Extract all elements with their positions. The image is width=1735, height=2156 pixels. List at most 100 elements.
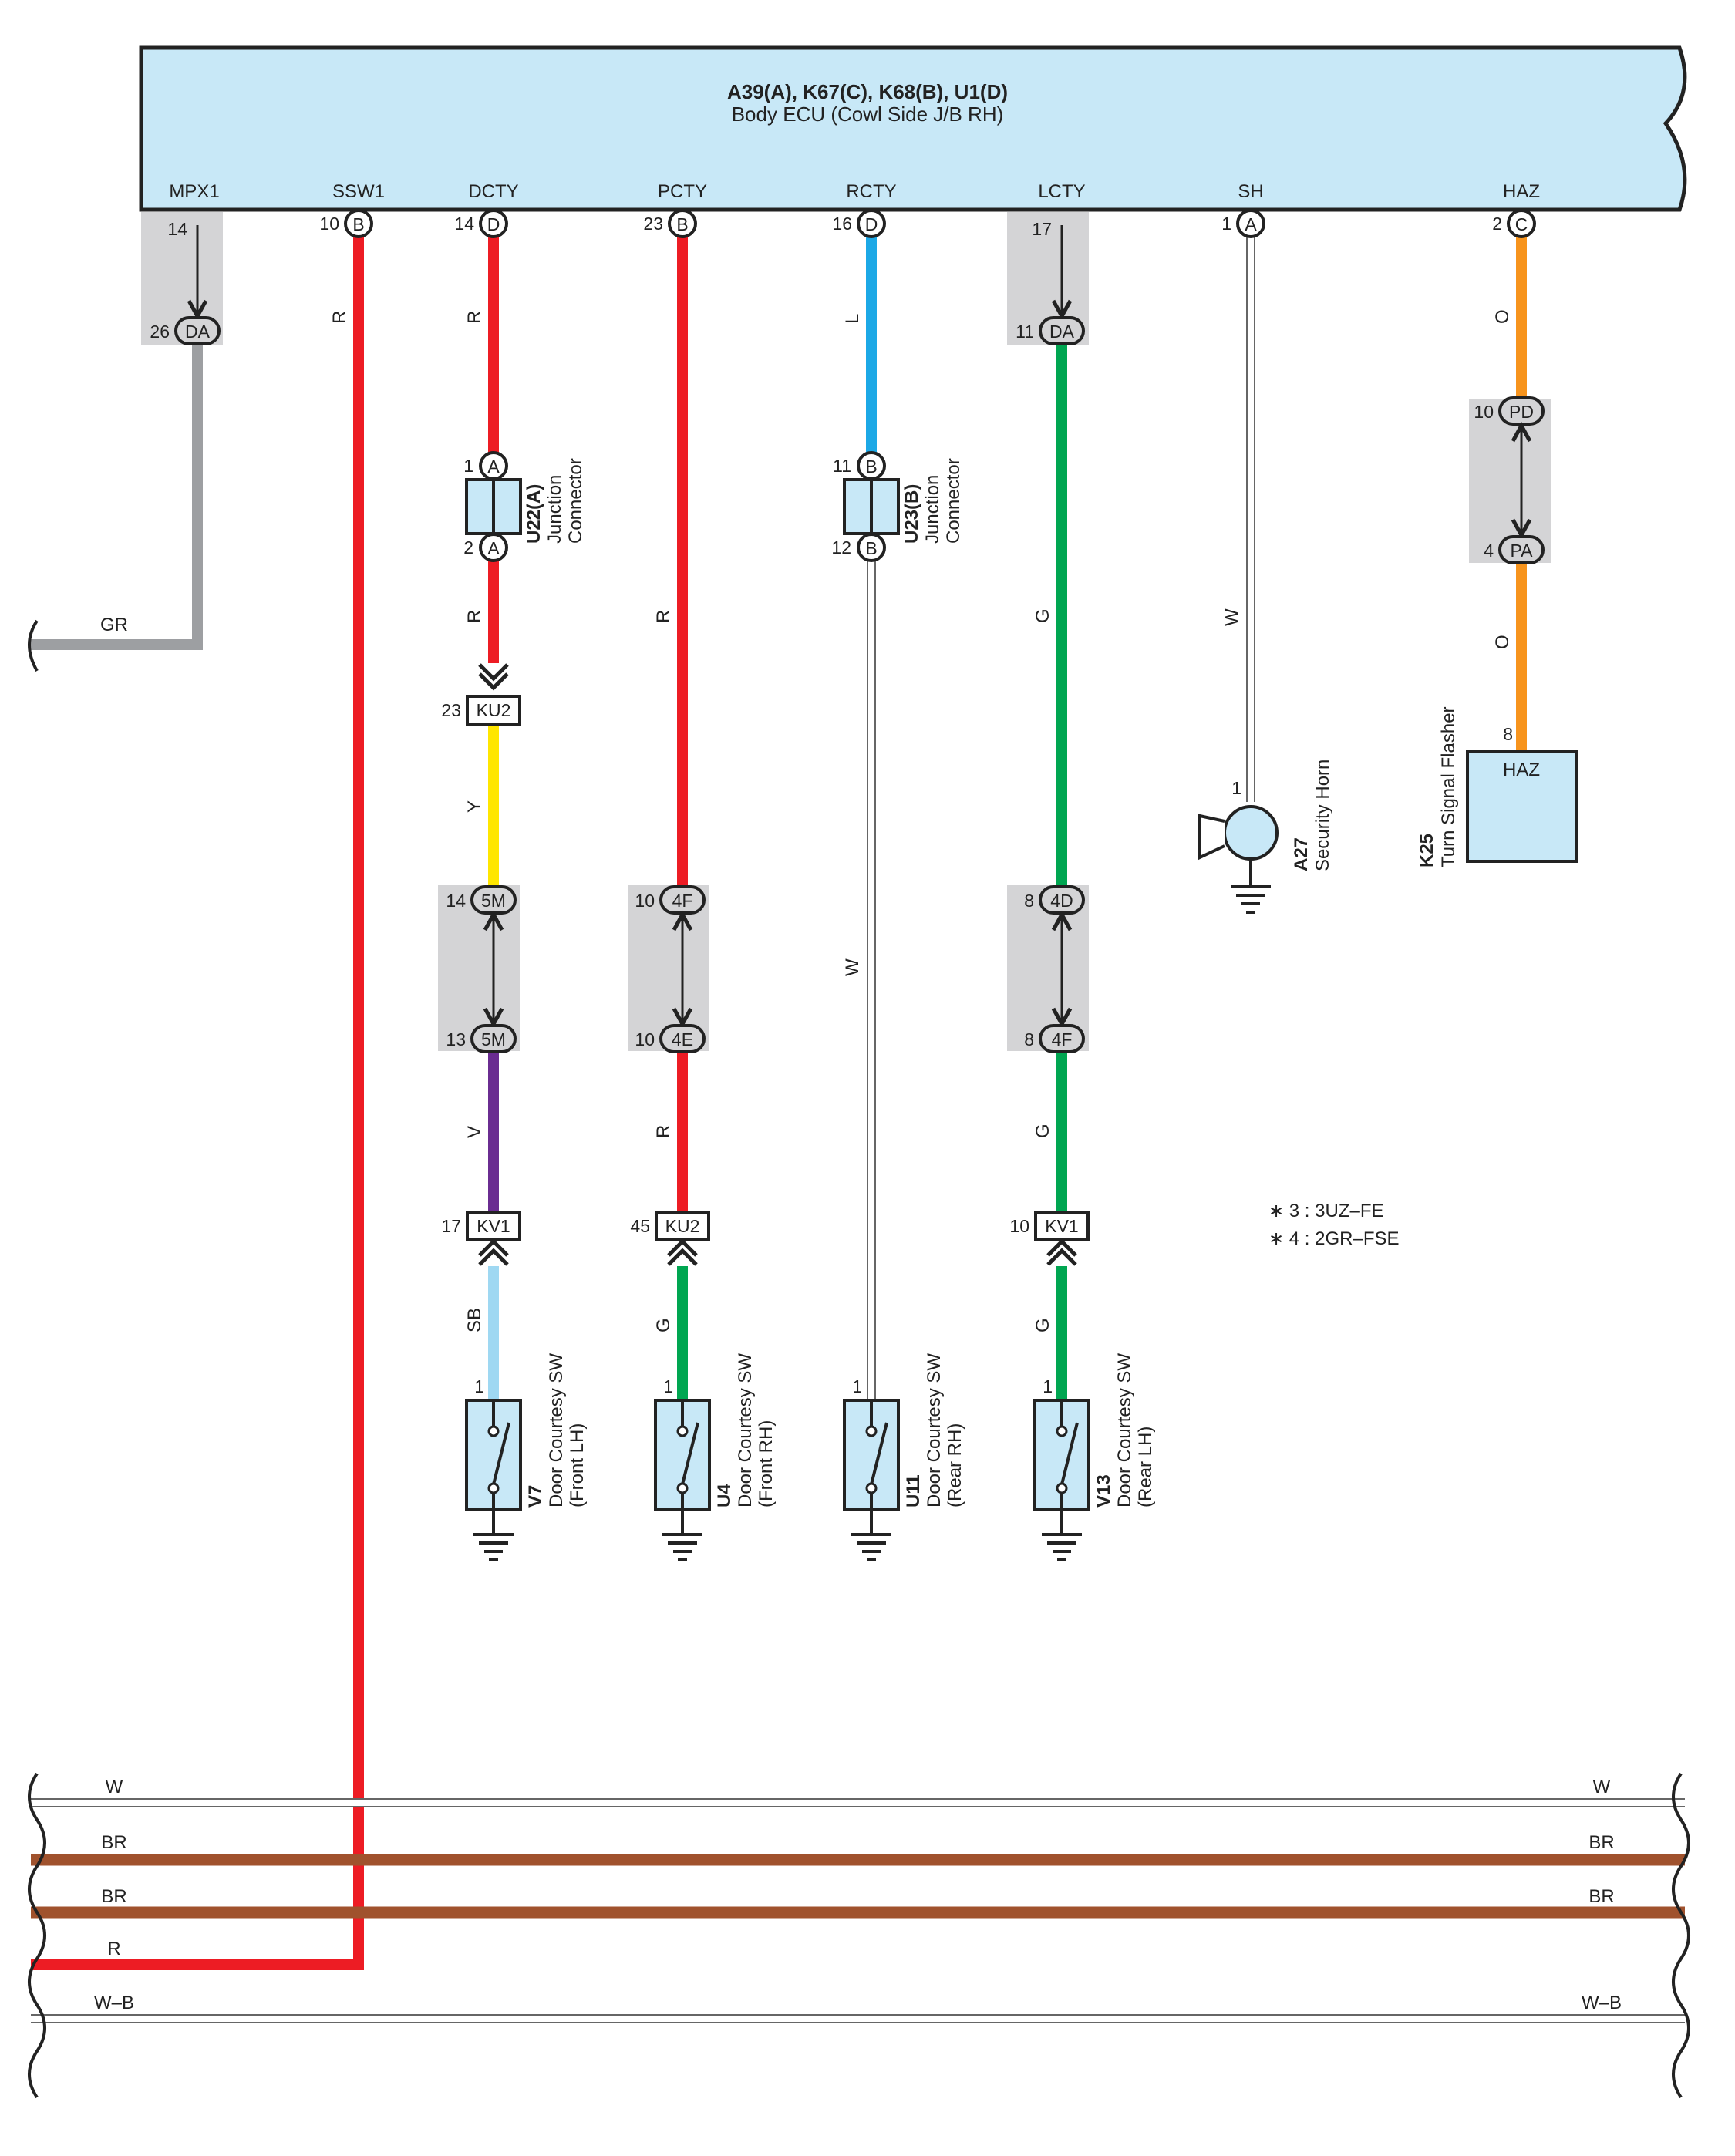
wire-label-rcty-2: W: [842, 958, 863, 976]
wire-label-lcty-2: G: [1033, 1123, 1053, 1138]
horn-pin: 1: [1231, 778, 1241, 798]
junction-name2-u22: Connector: [565, 458, 586, 544]
connector-name-kv1-dcty: KV1: [477, 1216, 510, 1236]
pin-circle-dcty: [479, 209, 508, 238]
bus-labels: W BR BR R W–B W BR BR W–B: [94, 1777, 1622, 2013]
double-chevron-up-icon: [667, 1238, 698, 1266]
pin-conn-pcty: B: [676, 214, 688, 234]
connector-pin-4f-bot: 8: [1024, 1029, 1034, 1049]
engine-notes: ∗ 3 : 3UZ–FE ∗ 4 : 2GR–FSE: [1268, 1201, 1400, 1249]
switch-lever: [681, 1422, 699, 1485]
bus-label-left-wb: W–B: [94, 1993, 134, 2013]
pin-conn-haz: C: [1515, 214, 1528, 234]
oval-connector-5m-bot: [470, 1024, 517, 1053]
terminal-ssw1: SSW1: [332, 181, 385, 202]
connector-pin-pa: 4: [1484, 541, 1494, 561]
connector-name-4e-bot: 4E: [672, 1029, 693, 1049]
pin-conn-u22-in: A: [487, 456, 500, 477]
bus-label-right-br1: BR: [1588, 1832, 1614, 1853]
connector-name-pd: PD: [1509, 402, 1534, 422]
switch-id: V7: [525, 1485, 546, 1508]
arrow-up-icon: [483, 910, 504, 931]
break-mark-mpx: [28, 619, 39, 672]
wire-ssw1-r: [31, 236, 364, 1970]
switch-pivot: [487, 1482, 500, 1494]
connector-pin-pd: 10: [1474, 402, 1494, 422]
connector-pin-ku2-pcty: 45: [630, 1216, 650, 1236]
switch-position: (Rear RH): [945, 1423, 965, 1508]
connector-name-5m-top: 5M: [481, 891, 506, 911]
connector-pin-5m-bot: 13: [446, 1029, 466, 1049]
connector-pin-kv1-lcty: 10: [1009, 1216, 1029, 1236]
connector-pin-da-mpx: 26: [150, 322, 170, 342]
junction-u23: B 11 B 12 U23(B) Junction Connector: [831, 451, 964, 562]
connector-box-ku2-pcty: [655, 1211, 710, 1241]
pin-num-u22-out: 2: [463, 537, 473, 558]
switch-pin: 1: [1043, 1376, 1053, 1396]
switch-contact-point: [1056, 1425, 1068, 1437]
double-chevron-up-icon: [478, 1238, 509, 1266]
arrow-up-icon: [1511, 421, 1532, 443]
switch-position: (Front LH): [567, 1423, 588, 1508]
switch-id: V13: [1093, 1474, 1114, 1508]
bus-label-right-br2: BR: [1588, 1886, 1614, 1907]
switch-id: U11: [903, 1474, 924, 1508]
ku2-connector-pcty: KU2 45: [630, 1211, 710, 1266]
connector-boxes: [141, 212, 1551, 1051]
pin-num-u23-out: 12: [831, 537, 851, 558]
wire-mpx-gr: [31, 345, 203, 650]
oval-connector-pa: [1498, 535, 1545, 564]
wire-label-pcty-3: G: [653, 1318, 674, 1332]
kv1-connector-dcty: KV1 17: [441, 1211, 521, 1266]
pin-circle-u22-out: [479, 533, 508, 562]
oval-connector-da-mpx: [174, 316, 221, 345]
ground-icon: [1231, 885, 1271, 914]
wire-label-pcty-1: R: [653, 610, 674, 623]
bus-wires: [28, 619, 1690, 2099]
switch-pin: 1: [663, 1376, 673, 1396]
oval-connector-4e-bot: [659, 1024, 706, 1053]
arrow-up-icon: [672, 910, 693, 931]
wire-label-ssw1: R: [329, 311, 350, 324]
horn-name: Security Horn: [1312, 760, 1333, 871]
flasher-id: K25: [1417, 834, 1437, 867]
bus-label-left-br2: BR: [101, 1886, 126, 1907]
connector-pin-4d-top: 8: [1024, 891, 1034, 911]
switch-name: Door Courtesy SW: [735, 1353, 756, 1508]
pin-conn-ssw1: B: [352, 214, 364, 234]
break-mark-left: [28, 1772, 46, 2099]
horn-id: A27: [1291, 837, 1312, 871]
switch-pin: 1: [852, 1376, 862, 1396]
pin-conn-u22-out: A: [487, 538, 500, 558]
connector-pin-kv1-dcty: 17: [441, 1216, 461, 1236]
flasher-body: [1466, 750, 1578, 863]
terminal-sh: SH: [1238, 181, 1263, 202]
inline-connector-lcty: 4D 8 4F 8: [1024, 885, 1085, 1053]
bus-label-left-w: W: [106, 1777, 123, 1797]
switch-pivot: [676, 1482, 689, 1494]
ground-icon: [851, 1533, 891, 1561]
da-connector-lcty: DA 11: [1016, 299, 1085, 345]
double-chevron-down-icon: [478, 663, 509, 691]
switch-contact-point: [487, 1425, 500, 1437]
pin-num-lcty: 17: [1032, 219, 1052, 239]
switch-position: (Front RH): [756, 1420, 777, 1508]
wire-label-dcty-3: Y: [464, 800, 485, 813]
terminal-pcty: PCTY: [658, 181, 707, 202]
wire-label-dcty-2: R: [464, 610, 485, 623]
connector-pin-4e-bot: 10: [635, 1029, 655, 1049]
connector-name-ku2-pcty: KU2: [665, 1216, 700, 1236]
terminal-dcty: DCTY: [468, 181, 518, 202]
wire-color-labels: R R R Y V SB R R G L W G G G W O O GR: [100, 309, 1513, 1332]
connector-name-da-mpx: DA: [185, 322, 211, 342]
ground-icon: [1042, 1533, 1082, 1561]
pin-circle-ssw1: [344, 209, 373, 238]
inline-connector-pcty: 4F 10 4E 10: [635, 885, 706, 1053]
junction-name1-u22: Junction: [544, 475, 565, 544]
wire-label-dcty-4: V: [464, 1126, 485, 1138]
pin-num-sh: 1: [1221, 214, 1231, 234]
